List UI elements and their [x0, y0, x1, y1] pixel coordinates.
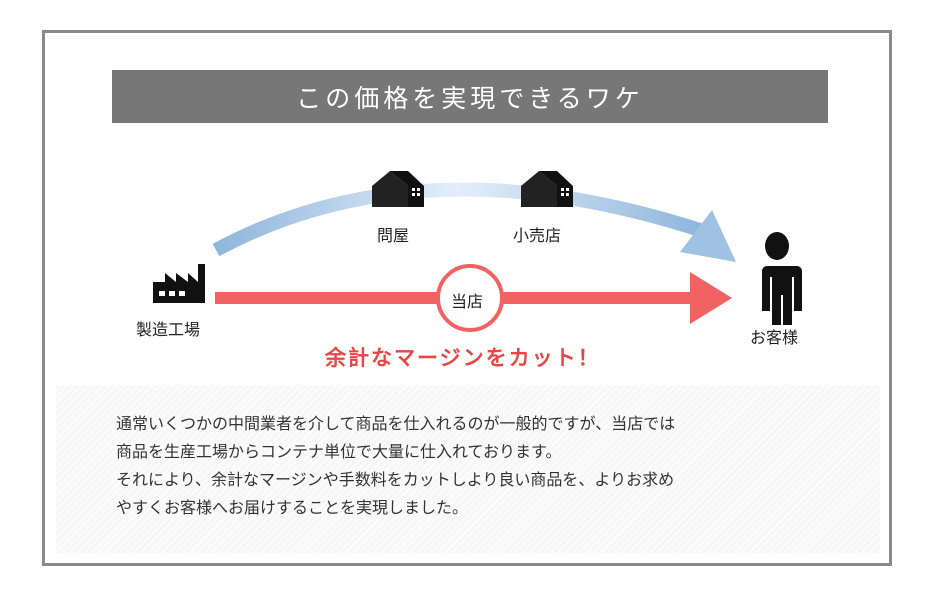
- customer-person-icon: [757, 232, 802, 325]
- factory-label: 製造工場: [136, 320, 201, 339]
- description-line: それにより、余計なマージンや手数料をカットしより良い商品を、よりお求め: [116, 470, 675, 489]
- direct-route-arrowhead: [690, 272, 732, 324]
- page-title: この価格を実現できるワケ: [112, 70, 828, 123]
- wholesaler-label: 問屋: [377, 226, 410, 245]
- our-store-label: 当店: [451, 292, 484, 311]
- wholesaler-building-icon: [372, 171, 424, 207]
- our-store-circle: [436, 264, 504, 332]
- retailer-building-icon: [521, 171, 573, 207]
- frame: [42, 30, 892, 566]
- cut-margin-message: 余計なマージンをカット！: [325, 346, 601, 370]
- description-box: [56, 385, 880, 553]
- factory-icon: [153, 264, 205, 303]
- indirect-route-arc: [212, 182, 703, 257]
- customer-label: お客様: [750, 328, 799, 347]
- retailer-label: 小売店: [513, 226, 562, 245]
- description-line: 通常いくつかの中間業者を介して商品を仕入れるのが一般的ですが、当店では: [116, 414, 676, 433]
- indirect-route-arrowhead: [680, 210, 736, 262]
- description-line: やすくお客様へお届けすることを実現しました。: [116, 498, 469, 517]
- description-line: 商品を生産工場からコンテナ単位で大量に仕入れております。: [116, 442, 562, 461]
- description-text: 通常いくつかの中間業者を介して商品を仕入れるのが一般的ですが、当店では 商品を生…: [116, 410, 675, 522]
